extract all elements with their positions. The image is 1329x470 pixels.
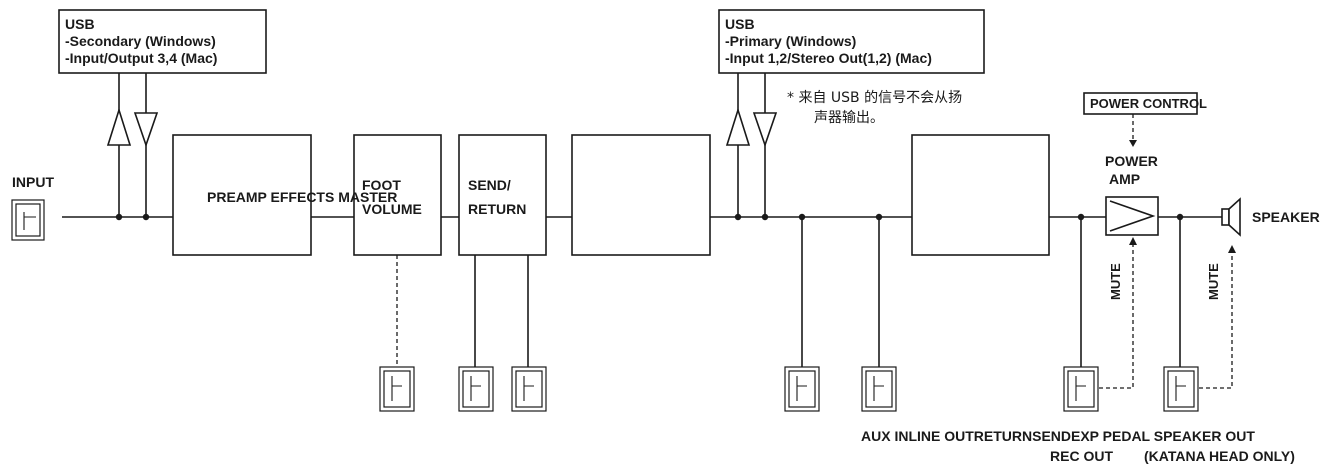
usb-left-group: USB -Secondary (Windows) -Input/Output 3… [58,9,267,221]
jack-plug-icon [470,376,481,401]
jack-send [458,366,494,412]
input-jack-inner-icon [15,203,41,237]
junction-dot [734,213,742,221]
jack-inner-icon [865,370,893,408]
usb-left-box [58,9,267,74]
usb-right-line1: -Primary (Windows) [725,33,856,49]
junction-dot [875,213,883,221]
foot-volume-label-2: VOLUME [362,201,422,217]
send-return-block [458,134,547,256]
usb-left-send-triangle-icon [106,107,132,146]
jack-plug-icon [1175,376,1186,401]
junction-dot [1176,213,1184,221]
jack-plug-icon [873,376,884,401]
input-jack: INPUT [11,174,54,241]
foot-volume-label-1: FOOT [362,177,401,193]
jack-inner-icon [1067,370,1095,408]
usb-right-box [718,9,985,74]
foot-volume-block [353,134,442,256]
jack-inner-icon [1167,370,1195,408]
usb-right-title: USB [725,16,755,32]
speaker-label: SPEAKER [1252,209,1320,225]
speaker-group: SPEAKER [1221,197,1320,237]
usb-speaker-note-line2: 声器输出。 [814,110,884,126]
rec-out-label: REC OUT [1050,448,1113,464]
mute-amp-link [1099,244,1134,389]
speaker-icon-cone [1228,197,1241,237]
katana-head-only-label: (KATANA HEAD ONLY) [1144,448,1295,464]
send-return-label-1: SEND/ [468,177,511,193]
jack-foot-volume [379,366,415,412]
usb-left-title: USB [65,16,95,32]
junction-dot [142,213,150,221]
jack-inner-icon [383,370,411,408]
empty-block-2 [911,134,1050,256]
mute-amp-label: MUTE [1108,263,1123,300]
usb-speaker-note-line1: * 来自 USB 的信号不会从扬 [787,90,962,106]
usb-left-return-triangle-icon [133,112,159,148]
jack-plug-icon [391,376,402,401]
usb-left-line2: -Input/Output 3,4 (Mac) [65,50,217,66]
mute-speaker-label: MUTE [1206,263,1221,300]
power-control-arrow-icon [1129,140,1137,147]
jack-inner-icon [462,370,490,408]
jack-return [511,366,547,412]
input-label: INPUT [12,174,54,190]
mute-speaker-link [1199,252,1233,389]
usb-left-line1: -Secondary (Windows) [65,33,216,49]
usb-right-return-triangle-icon [752,112,778,148]
jack-plug-icon [796,376,807,401]
mute-speaker-arrow-icon [1228,245,1236,253]
jack-plug-icon [523,376,534,401]
jack-inner-icon [515,370,543,408]
jack-inline-out [861,366,897,412]
mute-amp-arrow-icon [1129,237,1137,245]
preamp-block-label: PREAMP EFFECTS MASTER [207,189,397,205]
jack-plug-icon [1075,376,1086,401]
jack-speaker-out [1163,366,1199,412]
usb-right-line2: -Input 1,2/Stereo Out(1,2) (Mac) [725,50,932,66]
junction-dot [761,213,769,221]
bottom-jack-labels: AUX INLINE OUTRETURNSENDEXP PEDAL SPEAKE… [861,428,1255,444]
input-plug-icon [23,212,36,230]
preamp-block [172,134,312,256]
jack-inner-icon [788,370,816,408]
junction-dot [798,213,806,221]
jack-rec-out [1063,366,1099,412]
jack-aux [784,366,820,412]
power-amp-label-1: POWER [1105,153,1158,169]
usb-right-send-triangle-icon [725,107,751,146]
send-return-label-2: RETURN [468,201,526,217]
power-amp-triangle-icon [1109,200,1156,232]
junction-dot [115,213,123,221]
speaker-icon-magnet [1221,208,1230,226]
power-amp-label-2: AMP [1109,171,1140,187]
power-control-label: POWER CONTROL [1090,96,1207,111]
junction-dot [1077,213,1085,221]
power-control-box [1083,92,1198,115]
usb-right-group: USB -Primary (Windows) -Input 1,2/Stereo… [718,9,985,221]
empty-block-1 [571,134,711,256]
